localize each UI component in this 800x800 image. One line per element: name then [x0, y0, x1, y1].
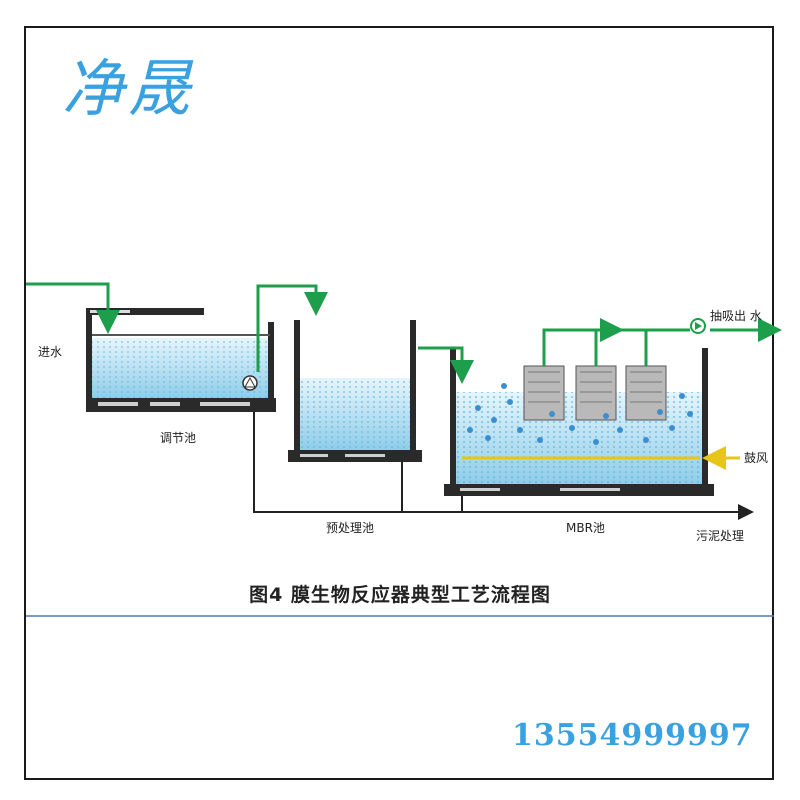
phone-number: 13554999997	[512, 718, 753, 753]
figure-caption: 图4 膜生物反应器典型工艺流程图	[249, 584, 551, 606]
label-mbr-tank: MBR池	[566, 521, 605, 535]
membrane-modules	[523, 365, 667, 421]
label-suction-outlet: 抽吸出 水	[710, 309, 762, 323]
mbr-tank	[444, 348, 714, 496]
brand-logo: 净晟	[62, 52, 195, 125]
label-equalization-tank: 调节池	[160, 431, 196, 445]
label-pretreatment-tank: 预处理池	[326, 521, 374, 535]
label-sludge-treatment: 污泥处理	[696, 529, 744, 543]
label-inlet: 进水	[38, 345, 62, 359]
label-aeration: 鼓风	[744, 451, 768, 465]
sludge-line	[253, 412, 754, 520]
pretreatment-tank	[288, 320, 422, 462]
flow-pipes	[26, 282, 782, 384]
aeration-bubbles	[467, 383, 693, 445]
equalization-tank	[86, 308, 276, 412]
